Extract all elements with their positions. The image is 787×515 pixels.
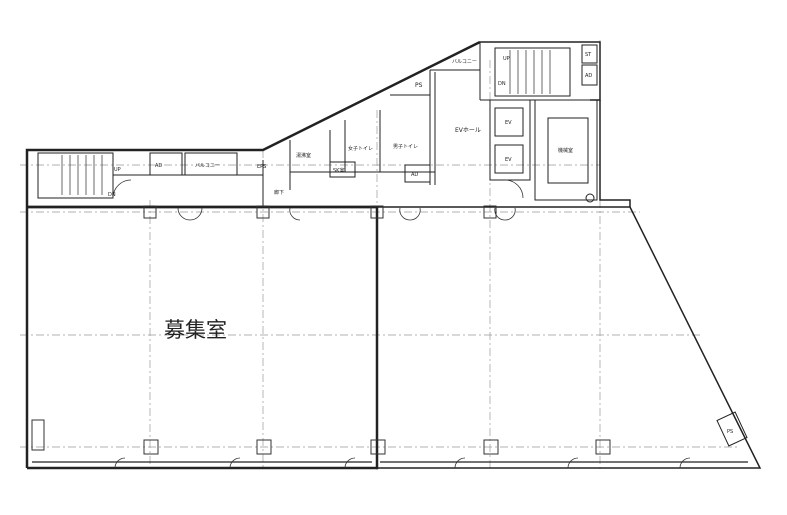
label-ps-bottom: PS (727, 429, 733, 435)
room-labels: 募集室 バルコニー PS EVホール 女子トイレ 男子トイレ 湯沸室 SK室 A… (108, 52, 733, 435)
label-ev1: EV (505, 120, 512, 126)
label-womens-toilet: 女子トイレ (348, 145, 373, 152)
walls (25, 40, 762, 470)
label-ev2: EV (505, 157, 512, 163)
label-dn-right: DN (498, 81, 506, 87)
label-up-right: UP (503, 56, 510, 62)
label-ev-hall: EVホール (455, 127, 481, 134)
label-eps: EPS (257, 164, 266, 170)
label-kitchenette: 湯沸室 (296, 152, 311, 159)
label-ad-left: AD (155, 163, 162, 169)
label-ad-stair: AD (585, 73, 592, 79)
label-machine-room: 機械室 (558, 147, 573, 154)
label-dn-left: DN (108, 192, 116, 198)
label-st: ST (585, 52, 592, 58)
label-balcony-left: バルコニー (195, 163, 220, 169)
label-up-left: UP (114, 167, 121, 173)
label-balcony-top: バルコニー (452, 59, 477, 65)
main-room-label: 募集室 (164, 318, 227, 342)
label-mens-toilet: 男子トイレ (393, 143, 418, 150)
label-corridor: 廊下 (274, 189, 284, 196)
label-sk-room: SK室 (333, 167, 344, 174)
grid-lines (20, 40, 740, 470)
label-ps-top: PS (415, 82, 423, 89)
label-ad-core: AD (411, 172, 418, 178)
